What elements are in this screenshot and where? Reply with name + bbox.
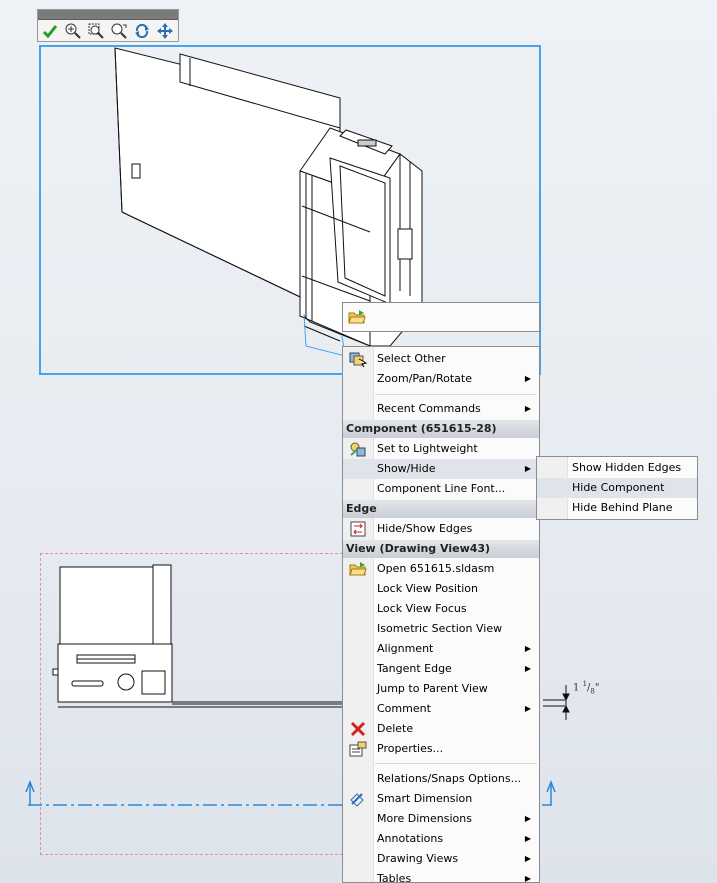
menu-section-header: Edge	[343, 500, 539, 518]
submenu-arrow-icon: ▶	[524, 374, 531, 383]
menu-item-label: More Dimensions	[377, 812, 472, 825]
menu-item-label: Relations/Snaps Options...	[377, 772, 522, 785]
menu-separator	[375, 763, 537, 764]
menu-item-hide-show-edges[interactable]: Hide/Show Edges	[343, 519, 539, 539]
menu-item-label: Comment	[377, 702, 431, 715]
submenu-arrow-icon: ▶	[524, 464, 531, 473]
rotate-icon[interactable]	[132, 22, 152, 40]
menu-item-alignment[interactable]: Alignment ▶	[343, 639, 539, 659]
menu-item-label: Lock View Focus	[377, 602, 467, 615]
menu-item-delete[interactable]: Delete	[343, 719, 539, 739]
menu-item-lock-view-position[interactable]: Lock View Position	[343, 579, 539, 599]
menu-separator	[375, 394, 537, 395]
menu-item-label: Alignment	[377, 642, 434, 655]
menu-item-label: Lock View Position	[377, 582, 479, 595]
properties-icon	[349, 741, 367, 757]
menu-item-label: Open 651615.sldasm	[377, 562, 495, 575]
menu-item-label: Jump to Parent View	[377, 682, 488, 695]
checkmark-icon[interactable]	[40, 22, 60, 40]
menu-item-label: Select Other	[377, 352, 446, 365]
menu-section-header: Component (651615-28)	[343, 420, 539, 438]
isometric-assembly-drawing[interactable]	[40, 46, 540, 374]
menu-item-tables[interactable]: Tables ▶	[343, 869, 539, 883]
menu-item-more-dimensions[interactable]: More Dimensions ▶	[343, 809, 539, 829]
menu-item-tangent-edge[interactable]: Tangent Edge ▶	[343, 659, 539, 679]
submenu-item-label: Hide Behind Plane	[572, 501, 673, 514]
submenu-item-label: Show Hidden Edges	[572, 461, 682, 474]
submenu-item-show-hidden-edges[interactable]: Show Hidden Edges	[537, 458, 697, 478]
submenu-arrow-icon: ▶	[524, 664, 531, 673]
front-view-drawing[interactable]	[20, 560, 580, 820]
menu-section-header: View (Drawing View43)	[343, 540, 539, 558]
menu-item-label: Smart Dimension	[377, 792, 473, 805]
menu-item-label: Zoom/Pan/Rotate	[377, 372, 472, 385]
submenu-item-hide-component[interactable]: Hide Component	[537, 478, 697, 498]
menu-item-label: Show/Hide	[377, 462, 436, 475]
menu-item-properties[interactable]: Properties...	[343, 739, 539, 759]
folder-open-icon[interactable]	[348, 309, 366, 328]
menu-item-comment[interactable]: Comment ▶	[343, 699, 539, 719]
submenu-arrow-icon: ▶	[524, 854, 531, 863]
submenu-arrow-icon: ▶	[524, 644, 531, 653]
drawing-view-selected[interactable]	[39, 45, 541, 375]
menu-item-jump-to-parent-view[interactable]: Jump to Parent View	[343, 679, 539, 699]
menu-item-annotations[interactable]: Annotations ▶	[343, 829, 539, 849]
lightweight-icon	[349, 441, 367, 457]
menu-item-relations-snaps-options[interactable]: Relations/Snaps Options...	[343, 769, 539, 789]
menu-item-label: Tangent Edge	[377, 662, 452, 675]
dimension-label[interactable]: 1 1/8"	[573, 680, 600, 696]
menu-item-label: Hide/Show Edges	[377, 522, 473, 535]
menu-item-label: Properties...	[377, 742, 444, 755]
smart-dimension-icon	[349, 791, 367, 807]
menu-item-label: Set to Lightweight	[377, 442, 478, 455]
menu-item-drawing-views[interactable]: Drawing Views ▶	[343, 849, 539, 869]
menu-item-set-to-lightweight[interactable]: Set to Lightweight	[343, 439, 539, 459]
menu-item-label: Delete	[377, 722, 414, 735]
menu-item-label: Drawing Views	[377, 852, 459, 865]
menu-item-label: Component Line Font...	[377, 482, 506, 495]
submenu-item-label: Hide Component	[572, 481, 665, 494]
menu-item-open-651615-sldasm[interactable]: Open 651615.sldasm	[343, 559, 539, 579]
submenu-arrow-icon: ▶	[524, 834, 531, 843]
delete-x-icon	[349, 721, 367, 737]
menu-item-component-line-font[interactable]: Component Line Font...	[343, 479, 539, 499]
dimension-unit: "	[594, 682, 600, 694]
menu-item-recent-commands[interactable]: Recent Commands ▶	[343, 399, 539, 419]
menu-item-label: Isometric Section View	[377, 622, 503, 635]
dimension-numerator: 1	[582, 680, 588, 688]
edges-icon	[349, 521, 367, 537]
menu-item-show-hide[interactable]: Show/Hide ▶	[343, 459, 539, 479]
dimension-whole: 1	[573, 682, 580, 694]
submenu-arrow-icon: ▶	[524, 404, 531, 413]
menu-item-label: Annotations	[377, 832, 444, 845]
zoom-previous-icon[interactable]	[109, 22, 129, 40]
select-other-icon	[349, 351, 368, 368]
zoom-in-icon[interactable]	[63, 22, 83, 40]
context-toolbar	[342, 302, 540, 332]
menu-item-select-other[interactable]: Select Other	[343, 349, 539, 369]
menu-item-label: Tables	[377, 872, 412, 883]
folder-open-icon	[349, 561, 367, 577]
submenu-item-hide-behind-plane[interactable]: Hide Behind Plane	[537, 498, 697, 518]
submenu-arrow-icon: ▶	[524, 704, 531, 713]
toolbar-grip[interactable]	[38, 10, 178, 20]
submenu-arrow-icon: ▶	[524, 874, 531, 883]
pan-icon[interactable]	[155, 22, 175, 40]
menu-item-lock-view-focus[interactable]: Lock View Focus	[343, 599, 539, 619]
menu-item-label: Recent Commands	[377, 402, 481, 415]
menu-item-smart-dimension[interactable]: Smart Dimension	[343, 789, 539, 809]
menu-item-isometric-section-view[interactable]: Isometric Section View	[343, 619, 539, 639]
view-toolbar	[37, 9, 179, 42]
menu-item-zoom-pan-rotate[interactable]: Zoom/Pan/Rotate ▶	[343, 369, 539, 389]
submenu-arrow-icon: ▶	[524, 814, 531, 823]
dimension-denominator: 8	[590, 687, 595, 696]
zoom-to-area-icon[interactable]	[86, 22, 106, 40]
